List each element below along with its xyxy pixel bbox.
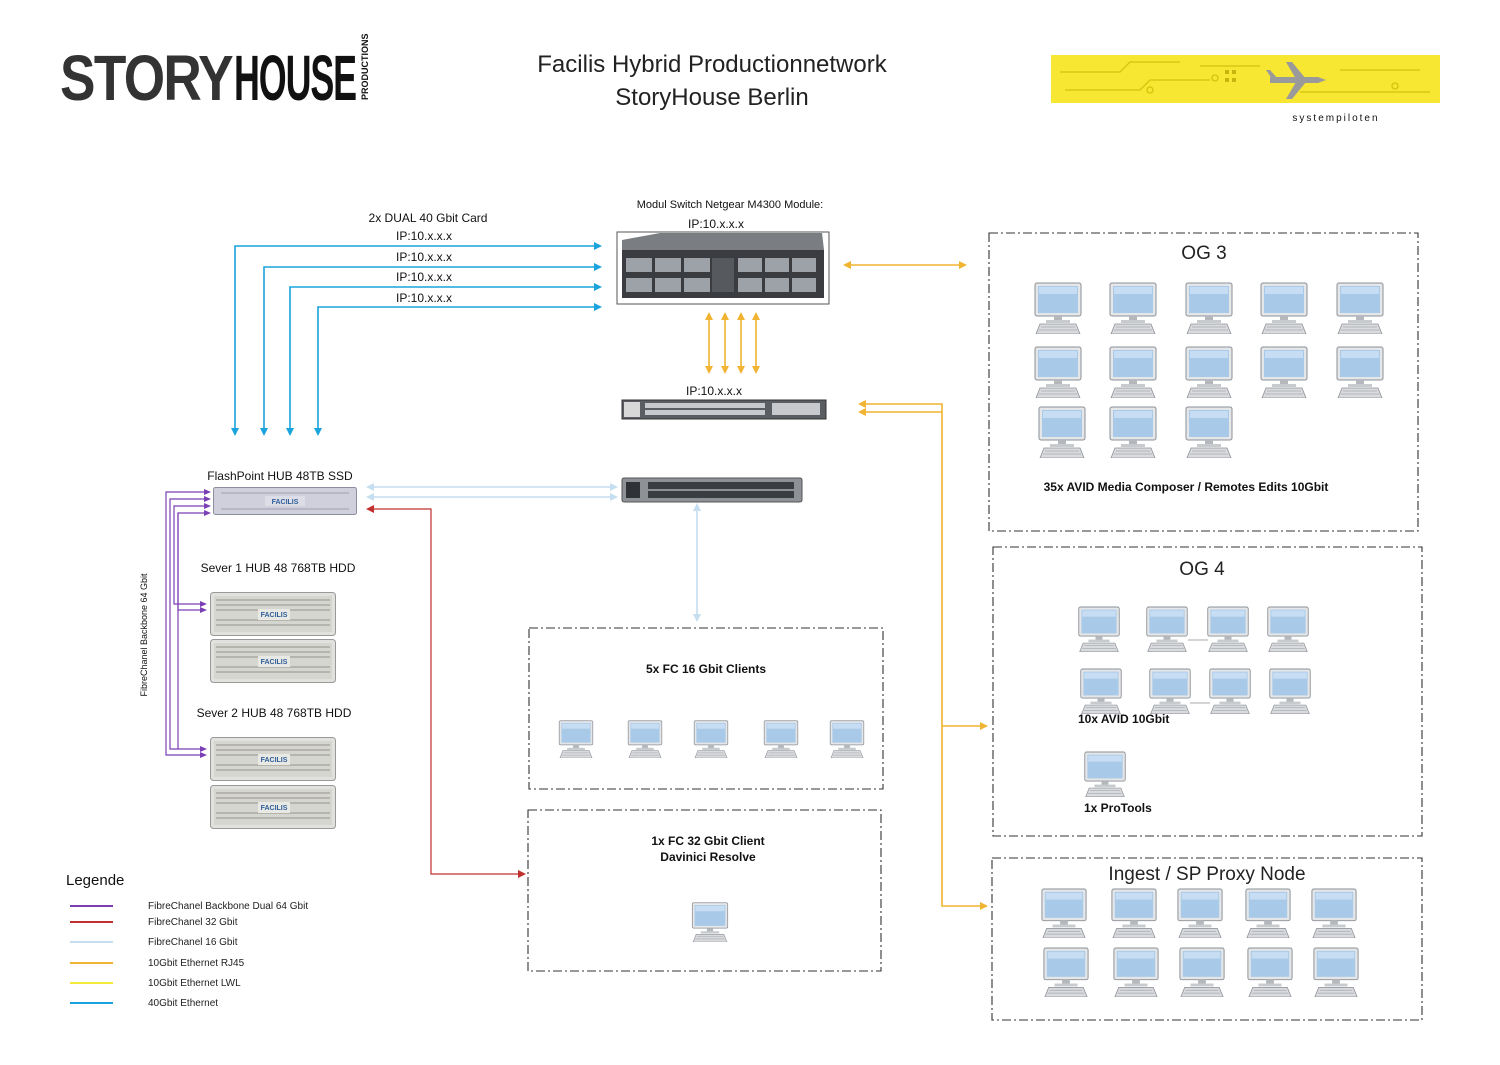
- access-switch-ip: IP:10.x.x.x: [686, 384, 742, 398]
- workstation-icon: [1336, 346, 1384, 398]
- ethernet-40g-links: [234, 245, 598, 432]
- fc16-workstations: [558, 720, 865, 758]
- diagram-title-line2: StoryHouse Berlin: [615, 84, 808, 111]
- card-ip-3: IP:10.x.x.x: [396, 270, 452, 284]
- workstation-icon: [1311, 888, 1357, 938]
- workstation-icon: [1146, 606, 1188, 652]
- flashpoint-label: FlashPoint HUB 48TB SSD: [207, 469, 353, 483]
- logo-sub: PRODUCTIONS: [360, 33, 370, 100]
- logo-house: HOUSE: [234, 42, 356, 114]
- workstation-icon: [1149, 668, 1191, 714]
- main-switch: [616, 231, 830, 305]
- legend-title: Legende: [66, 872, 124, 889]
- legend-label: 10Gbit Ethernet LWL: [148, 978, 241, 989]
- flashpoint-server: [214, 488, 357, 515]
- ingest-workstations: [1041, 888, 1359, 997]
- workstation-icon: [1113, 947, 1159, 997]
- workstation-icon: [1209, 668, 1251, 714]
- workstation-icon: [1336, 282, 1384, 334]
- workstation-icon: [1260, 346, 1308, 398]
- workstation-icon: [1269, 668, 1311, 714]
- workstation-icon: [1109, 406, 1157, 458]
- workstation-icon: [1179, 947, 1225, 997]
- og4-workstations: [1078, 606, 1311, 797]
- workstation-icon: [1267, 606, 1309, 652]
- card-caption: 2x DUAL 40 Gbit Card: [369, 211, 488, 225]
- airplane-icon: [1266, 62, 1326, 99]
- workstation-icon: [1245, 888, 1291, 938]
- zone-fc16-clients: 5x FC 16 Gbit Clients: [528, 627, 884, 790]
- legend-label: 10Gbit Ethernet RJ45: [148, 958, 245, 969]
- og4-avid-caption: 10x AVID 10Gbit: [1078, 712, 1169, 726]
- og3-title: OG 3: [1181, 243, 1226, 264]
- server1-unit-top: [211, 593, 336, 636]
- workstation-icon: [1185, 406, 1233, 458]
- og3-caption: 35x AVID Media Composer / Remotes Edits …: [1044, 480, 1329, 494]
- server1-label: Sever 1 HUB 48 768TB HDD: [201, 561, 356, 575]
- server1-unit-bottom: [211, 640, 336, 683]
- og3-workstations: [1034, 282, 1384, 458]
- workstation-icon: [1185, 346, 1233, 398]
- workstation-icon: [1080, 668, 1122, 714]
- workstation-icon: [558, 720, 594, 758]
- workstation-icon: [1247, 947, 1293, 997]
- workstation-icon: [1109, 282, 1157, 334]
- workstation-icon: [1078, 606, 1120, 652]
- workstation-icon: [1084, 751, 1126, 797]
- backbone-label: FibreChanel Backbone 64 Gbit: [139, 573, 149, 697]
- card-ip-1: IP:10.x.x.x: [396, 229, 452, 243]
- legend-label: FibreChanel 16 Gbit: [148, 937, 238, 948]
- server2-unit-top: [211, 738, 336, 781]
- access-switch: [621, 399, 827, 420]
- workstation-icon: [1041, 888, 1087, 938]
- card-ip-2: IP:10.x.x.x: [396, 250, 452, 264]
- main-switch-ip: IP:10.x.x.x: [688, 217, 744, 231]
- server2-label: Sever 2 HUB 48 768TB HDD: [197, 706, 352, 720]
- legend: Legende FibreChanel Backbone Dual 64 Gbi…: [66, 872, 308, 1009]
- rj45-links: [708, 264, 984, 907]
- systempiloten-logo: systempiloten: [1051, 55, 1440, 124]
- diagram-title-line1: Facilis Hybrid Productionnetwork: [537, 51, 887, 78]
- workstation-icon: [829, 720, 865, 758]
- workstation-icon: [1207, 606, 1249, 652]
- workstation-icon: [1185, 282, 1233, 334]
- og4-protools-caption: 1x ProTools: [1084, 801, 1152, 815]
- card-ip-4: IP:10.x.x.x: [396, 291, 452, 305]
- legend-label: 40Gbit Ethernet: [148, 998, 218, 1009]
- workstation-icon: [691, 902, 729, 942]
- workstation-icon: [1034, 346, 1082, 398]
- fc16-links: [370, 486, 698, 618]
- backbone-links: [165, 491, 208, 756]
- fc32-caption-line1: 1x FC 32 Gbit Client: [651, 834, 764, 848]
- server2-unit-bottom: [211, 786, 336, 829]
- workstation-icon: [627, 720, 663, 758]
- zone-og4: OG 4 10x AVID 10Gbit 1x ProTools: [992, 546, 1423, 837]
- workstation-icon: [1313, 947, 1359, 997]
- workstation-icon: [1034, 282, 1082, 334]
- legend-label: FibreChanel 32 Gbit: [148, 917, 238, 928]
- workstation-icon: [1043, 947, 1089, 997]
- workstation-icon: [693, 720, 729, 758]
- legend-label: FibreChanel Backbone Dual 64 Gbit: [148, 901, 308, 912]
- partner-logo-banner: [1051, 55, 1440, 103]
- fc32-link: [370, 508, 522, 875]
- logo-story: STORY: [60, 42, 233, 114]
- main-switch-caption: Modul Switch Netgear M4300 Module:: [637, 199, 823, 211]
- zone-fc32-client: 1x FC 32 Gbit Client Davinici Resolve: [527, 809, 882, 972]
- storyhouse-logo: STORY HOUSE PRODUCTIONS: [60, 33, 370, 114]
- workstation-icon: [1109, 346, 1157, 398]
- workstation-icon: [1177, 888, 1223, 938]
- zone-og3: OG 3 35x AVID Media Composer / Remotes E…: [988, 232, 1419, 532]
- workstation-icon: [1038, 406, 1086, 458]
- fc-switch: [621, 477, 803, 503]
- zone-ingest: Ingest / SP Proxy Node: [991, 857, 1423, 1021]
- ingest-title: Ingest / SP Proxy Node: [1108, 864, 1305, 885]
- fc32-caption-line2: Davinici Resolve: [660, 850, 756, 864]
- og4-title: OG 4: [1179, 559, 1225, 580]
- workstation-icon: [763, 720, 799, 758]
- workstation-icon: [1111, 888, 1157, 938]
- workstation-icon: [1260, 282, 1308, 334]
- fc16-caption: 5x FC 16 Gbit Clients: [646, 662, 766, 676]
- partner-logo-caption: systempiloten: [1292, 113, 1379, 124]
